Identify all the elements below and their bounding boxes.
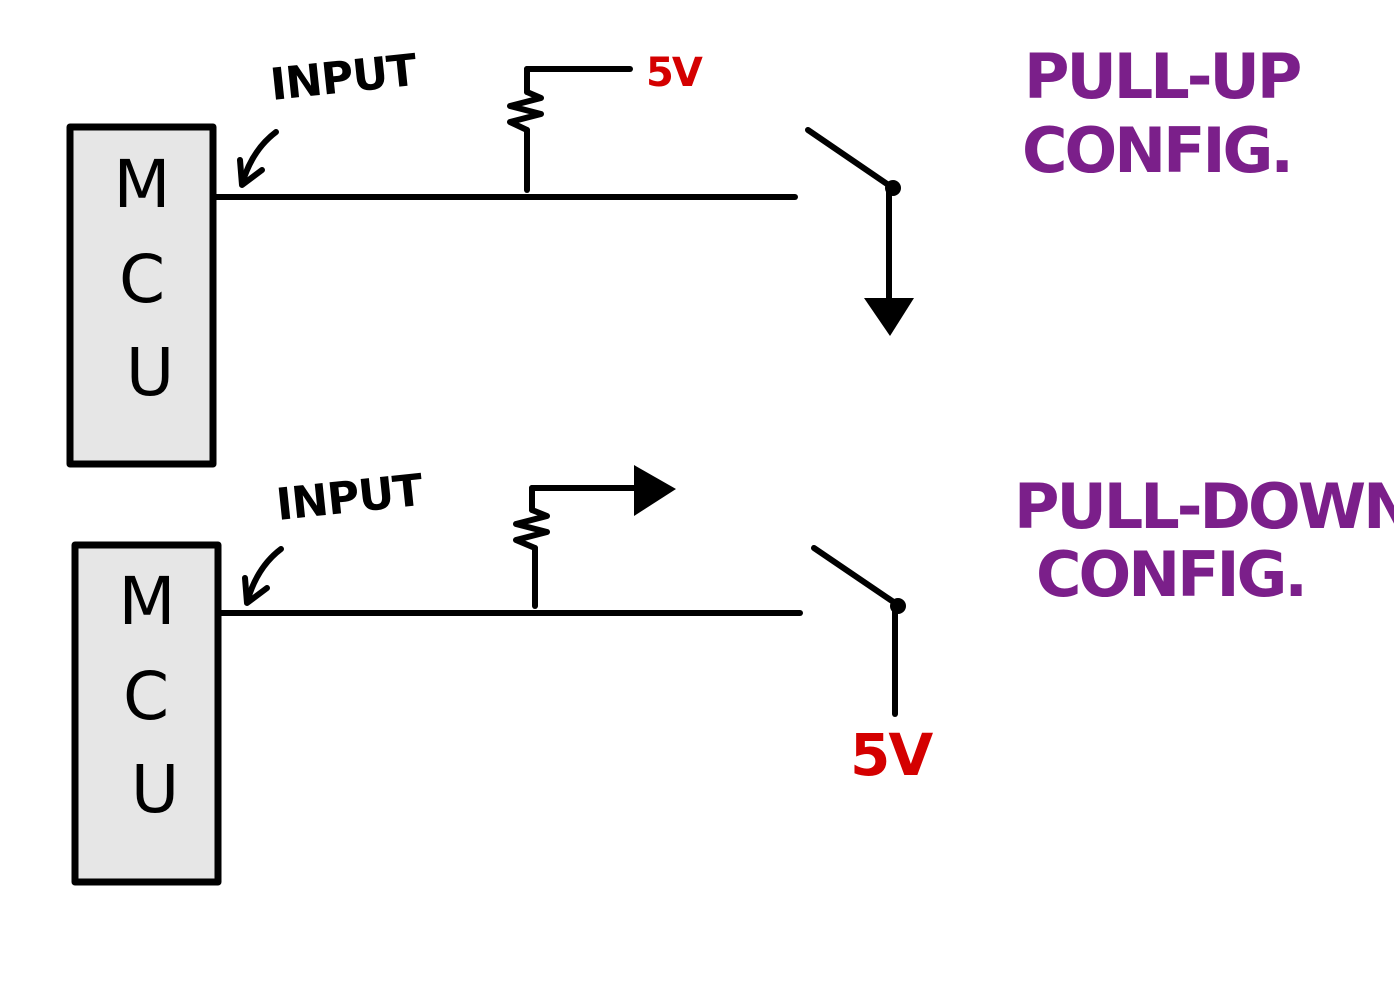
- pull-up-input-label: INPUT: [268, 45, 420, 111]
- pull-up-resistor-icon: [507, 66, 633, 193]
- pull-down-config-title: PULL-DOWN: [1014, 470, 1394, 543]
- pull-down-input-pointer-icon: [242, 546, 284, 606]
- pull-up-mcu-letter-u: U: [126, 334, 174, 411]
- pull-up-circuit: M C U INPUT 5V PULL-UP CONFIG.: [66, 40, 1303, 468]
- pull-up-mcu-box: [66, 123, 217, 468]
- pull-up-config-title: PULL-UP: [1024, 40, 1300, 113]
- pull-down-mcu-letter-u: U: [131, 751, 179, 828]
- pull-down-mcu-letter-c: C: [123, 658, 169, 735]
- pull-down-resistor-icon: [513, 485, 643, 609]
- pull-up-config-subtitle: CONFIG.: [1022, 114, 1291, 187]
- pull-up-ground-arrow-icon: [864, 298, 914, 336]
- pull-up-mcu-letter-c: C: [119, 241, 165, 318]
- pull-up-switch-icon: [805, 127, 901, 308]
- pull-up-input-pointer-icon: [237, 129, 279, 188]
- pull-up-mcu-letter-m: M: [114, 146, 171, 223]
- pull-down-switch-icon: [811, 545, 906, 717]
- pull-down-input-label: INPUT: [274, 465, 426, 531]
- pull-down-config-subtitle: CONFIG.: [1036, 538, 1305, 611]
- pull-up-resistor-5v-label: 5V: [646, 50, 703, 96]
- pull-down-circuit: M C U INPUT 5V PULL-DOWN CONFIG.: [71, 465, 1394, 886]
- pull-down-mcu-box: [71, 541, 222, 886]
- pull-down-ground-arrow-icon: [634, 465, 676, 516]
- pull-down-switch-5v-label: 5V: [850, 721, 933, 789]
- pull-down-mcu-letter-m: M: [119, 563, 176, 640]
